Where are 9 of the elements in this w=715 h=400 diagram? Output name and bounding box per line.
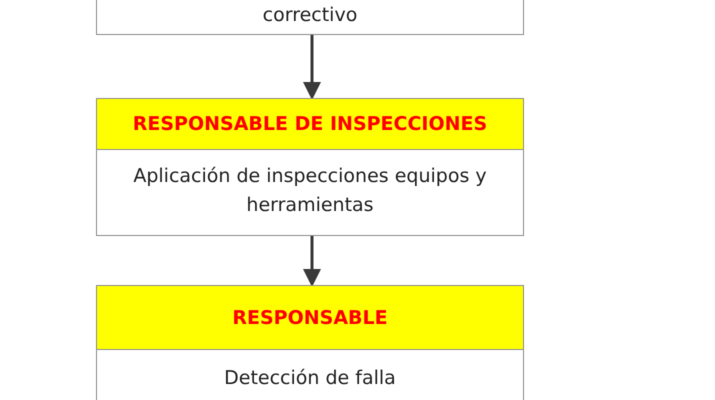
- process-card: [96, 285, 524, 400]
- task-description: correctivo: [262, 3, 358, 28]
- arrow: [303, 35, 321, 100]
- task-description: Detección de falla: [223, 366, 397, 391]
- role-heading: RESPONSABLE DE INSPECCIONES: [132, 113, 488, 135]
- process-card: [96, 98, 524, 236]
- role-heading: RESPONSABLE: [232, 306, 388, 328]
- task-description: Aplicación de inspecciones equipos y herramientas: [132, 164, 488, 218]
- arrow: [303, 236, 321, 287]
